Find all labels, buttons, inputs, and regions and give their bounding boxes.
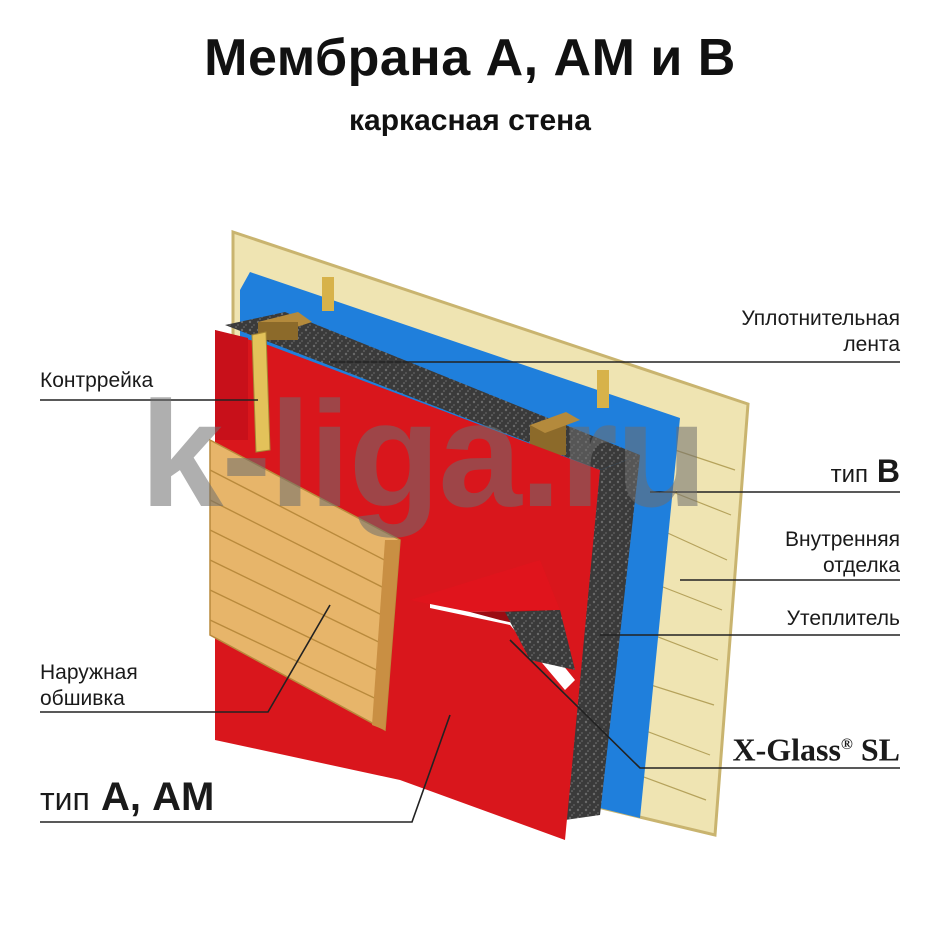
insulation-gap [505,610,575,670]
timber-mid-top [530,412,580,433]
label-exterior-cladding: Наружная обшивка [40,661,138,710]
label-xglass: X-Glass® SL [732,731,900,768]
leader-lines [40,361,900,823]
cladding-edge [372,540,400,730]
label-insulation: Утеплитель [786,607,900,630]
label-type-b: тип В [830,453,900,489]
membrane-type-a [215,330,600,840]
label-seal-tape: Уплотнительная лента [741,307,900,356]
cladding-boards [209,469,399,705]
label-type-a-am: тип А, АМ [40,775,215,819]
counter-batten [251,331,271,453]
stud-right [597,370,609,408]
membrane-type-a-left-flap [215,330,248,440]
page-subtitle: каркасная стена [349,104,591,137]
label-inner-finish: Внутренняя отделка [784,528,900,577]
page-title: Мембрана А, АМ и В [204,29,736,87]
timber-top-front [258,322,298,340]
insulation-side [565,455,640,820]
label-counter-batten: Контррейка [40,369,154,392]
top-stud [322,277,334,311]
peeled-corner [410,560,560,612]
